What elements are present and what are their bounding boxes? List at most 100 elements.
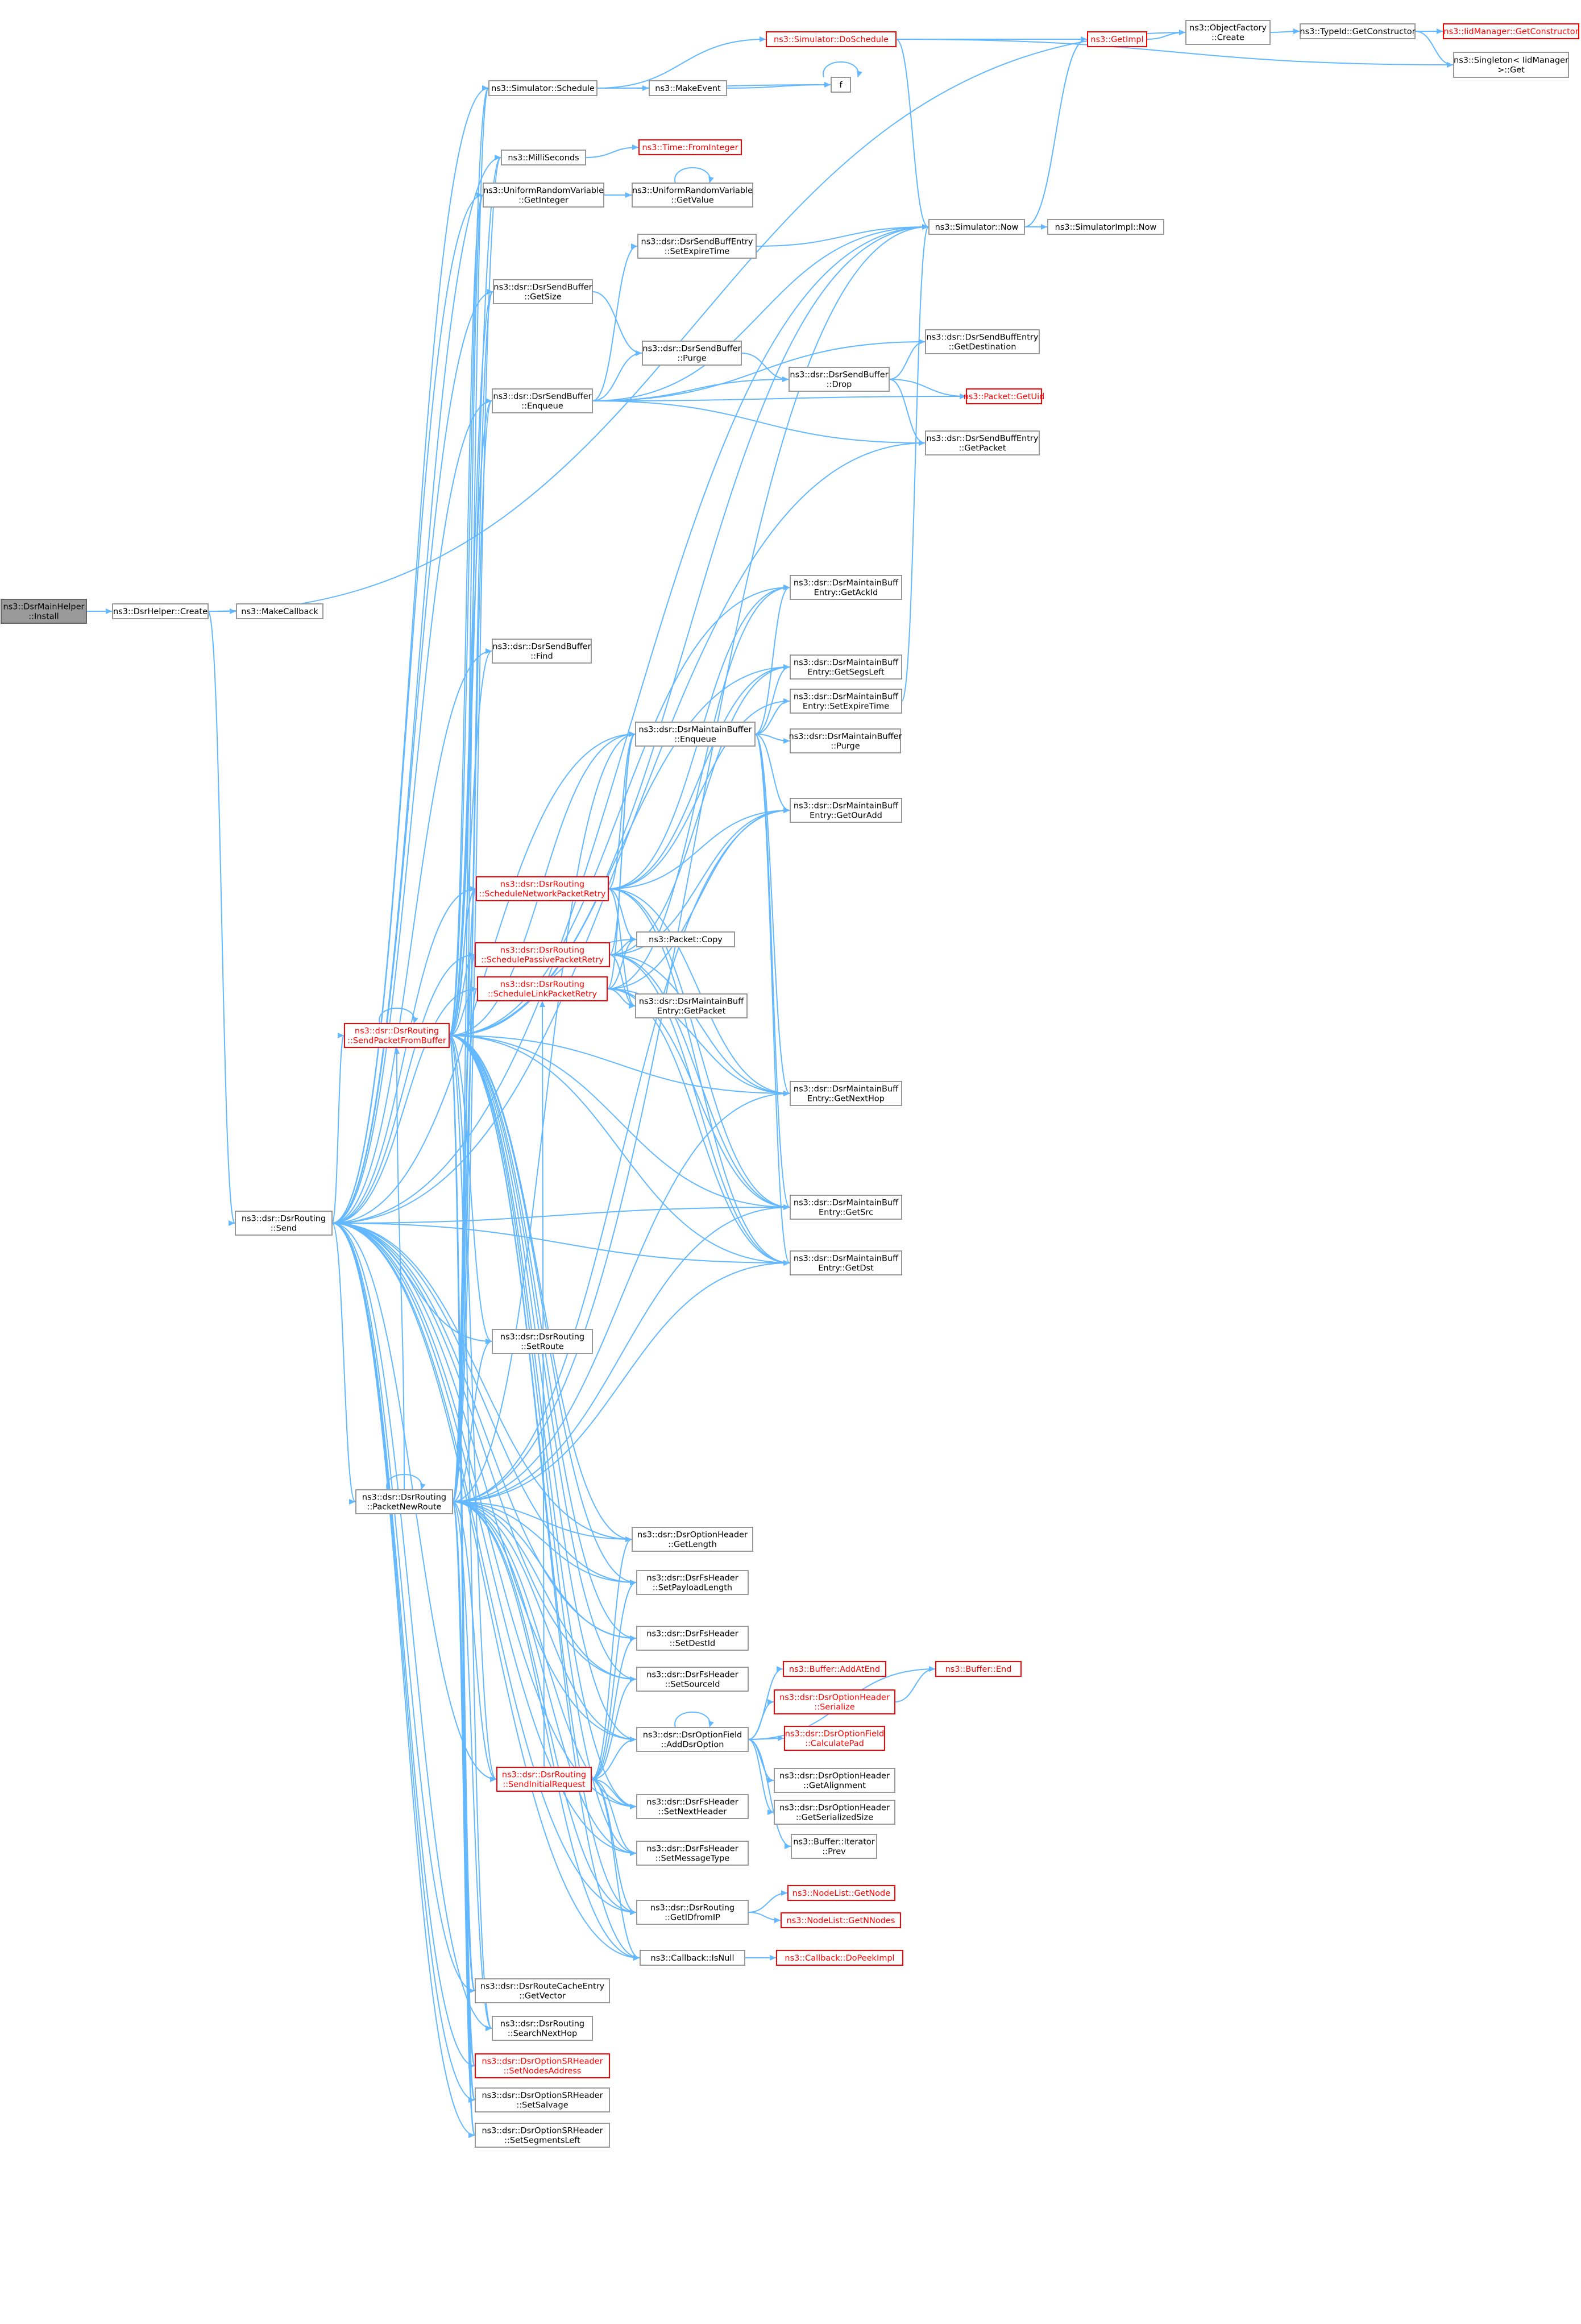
edge-f-to-f (823, 61, 862, 78)
node-sendfrombuffer[interactable]: ns3::dsr::DsrRouting::SendPacketFromBuff… (344, 1023, 450, 1048)
edge-sched_link-to-mbe_getackid (607, 585, 790, 989)
node-install[interactable]: ns3::DsrMainHelper::Install (1, 599, 87, 624)
node-label: ::Enqueue (521, 402, 563, 411)
edge-send-to-searchnexthop (331, 1223, 492, 2031)
node-milliseconds[interactable]: ns3::MilliSeconds (501, 150, 586, 165)
node-sendinitialrequest[interactable]: ns3::dsr::DsrRouting::SendInitialRequest (496, 1767, 592, 1792)
node-buf-end[interactable]: ns3::Buffer::End (935, 1661, 1022, 1677)
node-oh-getsersize[interactable]: ns3::dsr::DsrOptionHeader::GetSerialized… (774, 1800, 895, 1825)
node-implnow[interactable]: ns3::SimulatorImpl::Now (1047, 219, 1164, 235)
edge-sb_enqueue-to-sb_drop (592, 376, 789, 401)
node-sr-setsalvage[interactable]: ns3::dsr::DsrOptionSRHeader::SetSalvage (475, 2087, 610, 2112)
node-send[interactable]: ns3::dsr::DsrRouting::Send (235, 1211, 333, 1236)
node-mb-purge[interactable]: ns3::dsr::DsrMaintainBuffer::Purge (789, 728, 902, 753)
node-box (776, 1950, 903, 1966)
edge-packetnewroute-to-fs_setsourceid (452, 1501, 637, 1682)
node-fromint[interactable]: ns3::Time::FromInteger (638, 139, 742, 155)
node-oh-serialize[interactable]: ns3::dsr::DsrOptionHeader::Serialize (774, 1689, 895, 1714)
node-sb-getsize[interactable]: ns3::dsr::DsrSendBuffer::GetSize (493, 279, 593, 304)
node-getidfromip[interactable]: ns3::dsr::DsrRouting::GetIDfromIP (636, 1900, 749, 1925)
node-oh-getlength[interactable]: ns3::dsr::DsrOptionHeader::GetLength (632, 1527, 753, 1552)
node-fs-setdestid[interactable]: ns3::dsr::DsrFsHeader::SetDestId (636, 1626, 749, 1651)
node-sr-setsegleft[interactable]: ns3::dsr::DsrOptionSRHeader::SetSegments… (475, 2123, 610, 2148)
node-label: ns3::Singleton< IidManager (1454, 56, 1568, 65)
node-searchnexthop[interactable]: ns3::dsr::DsrRouting::SearchNextHop (492, 2016, 593, 2041)
edge-packetnewroute-to-fs_setpayload (452, 1501, 637, 1585)
node-box (1453, 52, 1569, 78)
node-iidmanager-getconstructor[interactable]: ns3::IidManager::GetConstructor (1443, 23, 1579, 39)
node-mbe-getpacket[interactable]: ns3::dsr::DsrMaintainBuffEntry::GetPacke… (635, 993, 748, 1018)
node-f[interactable]: f (831, 77, 851, 93)
node-objectfactory-create[interactable]: ns3::ObjectFactory::Create (1185, 20, 1271, 45)
node-mb-enqueue[interactable]: ns3::dsr::DsrMaintainBuffer::Enqueue (635, 722, 756, 747)
node-mbe-getouradd[interactable]: ns3::dsr::DsrMaintainBuffEntry::GetOurAd… (790, 798, 902, 823)
node-setroute[interactable]: ns3::dsr::DsrRouting::SetRoute (492, 1329, 593, 1354)
node-buf-addatend[interactable]: ns3::Buffer::AddAtEnd (783, 1661, 886, 1677)
node-sb-drop[interactable]: ns3::dsr::DsrSendBuffer::Drop (789, 367, 890, 392)
edge-packetnewroute-to-fs_setnextheader (452, 1501, 637, 1809)
node-fs-setpayload[interactable]: ns3::dsr::DsrFsHeader::SetPayloadLength (636, 1570, 749, 1595)
node-doschedule[interactable]: ns3::Simulator::DoSchedule (766, 31, 897, 47)
node-singleton-get[interactable]: ns3::Singleton< IidManager >::Get (1453, 52, 1569, 78)
node-box (640, 1950, 745, 1966)
node-oh-getalign[interactable]: ns3::dsr::DsrOptionHeader::GetAlignment (774, 1768, 895, 1793)
node-box (637, 234, 757, 259)
node-nl-getnnodes[interactable]: ns3::NodeList::GetNNodes (781, 1912, 901, 1928)
node-getimpl[interactable]: ns3::GetImpl (1087, 31, 1147, 47)
node-label: Entry::GetNextHop (807, 1095, 885, 1104)
node-nl-getnode[interactable]: ns3::NodeList::GetNode (787, 1885, 895, 1901)
node-urv-getint[interactable]: ns3::UniformRandomVariable::GetInteger (483, 183, 604, 208)
node-of-adddsroption[interactable]: ns3::dsr::DsrOptionField::AddDsrOption (636, 1727, 749, 1752)
node-cb-dopeekimpl[interactable]: ns3::Callback::DoPeekImpl (776, 1950, 903, 1966)
node-sbe-getpacket[interactable]: ns3::dsr::DsrSendBuffEntry::GetPacket (925, 430, 1040, 455)
node-sr-setnodes[interactable]: ns3::dsr::DsrOptionSRHeader::SetNodesAdd… (475, 2053, 610, 2078)
node-box (636, 1570, 749, 1595)
node-label: ns3::UniformRandomVariable (483, 187, 604, 196)
node-sbe-setexpire[interactable]: ns3::dsr::DsrSendBuffEntry::SetExpireTim… (637, 234, 757, 259)
node-label: ns3::Buffer::Iterator (793, 1838, 875, 1847)
node-sched-link[interactable]: ns3::dsr::DsrRouting::ScheduleLinkPacket… (477, 976, 608, 1001)
node-bufit-prev[interactable]: ns3::Buffer::Iterator::Prev (791, 1834, 877, 1859)
node-now[interactable]: ns3::Simulator::Now (928, 219, 1025, 235)
node-sbe-getdest[interactable]: ns3::dsr::DsrSendBuffEntry::GetDestinati… (925, 329, 1040, 354)
node-sched-passive[interactable]: ns3::dsr::DsrRouting::SchedulePassivePac… (475, 942, 610, 967)
node-label: Entry::GetSegsLeft (807, 668, 885, 677)
node-packetnewroute[interactable]: ns3::dsr::DsrRouting::PacketNewRoute (355, 1489, 453, 1514)
node-sb-enqueue[interactable]: ns3::dsr::DsrSendBuffer::Enqueue (492, 388, 593, 413)
node-label: ::SendInitialRequest (503, 1780, 586, 1789)
node-schedule[interactable]: ns3::Simulator::Schedule (488, 80, 597, 96)
node-box (636, 1626, 749, 1651)
edge-sb_enqueue-to-now (592, 224, 929, 401)
node-getuid[interactable]: ns3::Packet::GetUid (964, 388, 1045, 404)
node-sb-purge[interactable]: ns3::dsr::DsrSendBuffer::Purge (642, 341, 742, 366)
edge-sendfrombuffer-to-sched_network (449, 886, 476, 1036)
node-sb-find[interactable]: ns3::dsr::DsrSendBuffer::Find (492, 639, 592, 664)
edge-send-to-sendfrombuffer (331, 1033, 345, 1224)
node-mbe-getsegsleft[interactable]: ns3::dsr::DsrMaintainBuffEntry::GetSegsL… (790, 654, 902, 680)
node-fs-setmsgtype[interactable]: ns3::dsr::DsrFsHeader::SetMessageType (636, 1841, 749, 1866)
node-makecallback[interactable]: ns3::MakeCallback (236, 603, 323, 619)
node-mbe-setexpire[interactable]: ns3::dsr::DsrMaintainBuffEntry::SetExpir… (790, 689, 902, 714)
node-makeevent[interactable]: ns3::MakeEvent (649, 80, 727, 96)
node-fs-setnextheader[interactable]: ns3::dsr::DsrFsHeader::SetNextHeader (636, 1794, 749, 1819)
edge-send-to-mbe_getsrc (331, 1204, 790, 1224)
node-rce-getvector[interactable]: ns3::dsr::DsrRouteCacheEntry::GetVector (475, 1978, 610, 2003)
node-cb-isnull[interactable]: ns3::Callback::IsNull (640, 1950, 745, 1966)
node-label: ns3::TypeId::GetConstructor (1300, 27, 1415, 36)
edge-sendfrombuffer-to-mbe_getnexthop (449, 1035, 790, 1096)
node-fs-setsourceid[interactable]: ns3::dsr::DsrFsHeader::SetSourceId (636, 1667, 749, 1692)
node-of-calcpad[interactable]: ns3::dsr::DsrOptionField::CalculatePad (784, 1726, 885, 1751)
node-box (638, 139, 742, 155)
node-pkt-copy[interactable]: ns3::Packet::Copy (636, 931, 735, 947)
node-mbe-getnexthop[interactable]: ns3::dsr::DsrMaintainBuffEntry::GetNextH… (790, 1081, 902, 1106)
node-typeid-getconstructor[interactable]: ns3::TypeId::GetConstructor (1300, 23, 1416, 39)
node-box (636, 1900, 749, 1925)
node-urv-getval[interactable]: ns3::UniformRandomVariable::GetValue (632, 183, 753, 208)
node-label: ns3::dsr::DsrMaintainBuff (794, 1254, 899, 1264)
node-label: ns3::dsr::DsrFsHeader (646, 1671, 738, 1680)
node-dsrhelper-create[interactable]: ns3::DsrHelper::Create (112, 603, 209, 619)
node-sched-network[interactable]: ns3::dsr::DsrRouting::ScheduleNetworkPac… (476, 876, 609, 901)
